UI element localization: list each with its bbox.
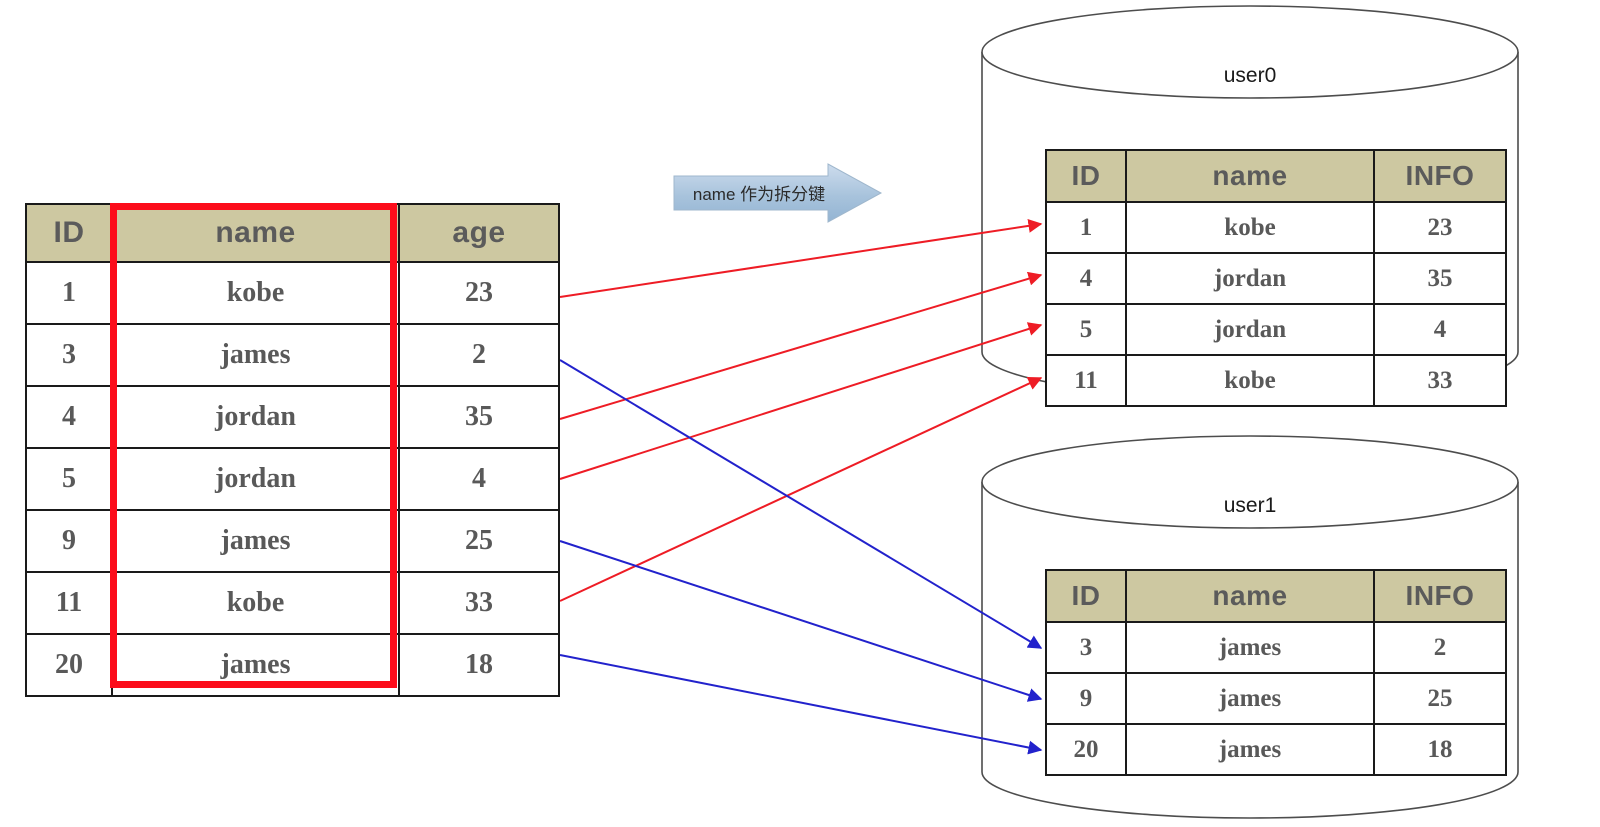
- connector-red-1: [559, 218, 1043, 298]
- cell-info: 4: [1373, 303, 1507, 356]
- cell-id: 3: [1045, 621, 1127, 674]
- column-header-name: name: [1125, 569, 1375, 623]
- table-row: 1 kobe 23: [1045, 201, 1507, 254]
- cell-info: 35: [1373, 252, 1507, 305]
- table-row: 4 jordan 35: [1045, 252, 1507, 305]
- cell-id: 11: [1045, 354, 1127, 407]
- cell-id: 1: [25, 261, 113, 325]
- cell-name: james: [1125, 723, 1375, 776]
- cell-name: kobe: [111, 571, 400, 635]
- connector-blue-3: [559, 359, 1043, 649]
- cell-id: 5: [1045, 303, 1127, 356]
- cell-name: james: [111, 323, 400, 387]
- column-header-id: ID: [1045, 569, 1127, 623]
- table-row: 3 james 2: [25, 323, 560, 387]
- table-row: 5 jordan 4: [25, 447, 560, 511]
- cell-id: 3: [25, 323, 113, 387]
- cell-info: 33: [1373, 354, 1507, 407]
- table-row: 5 jordan 4: [1045, 303, 1507, 356]
- table-row: 4 jordan 35: [25, 385, 560, 449]
- cell-name: james: [1125, 672, 1375, 725]
- cell-id: 4: [25, 385, 113, 449]
- cell-info: 23: [1373, 201, 1507, 254]
- cell-id: 11: [25, 571, 113, 635]
- table-row: 3 james 2: [1045, 621, 1507, 674]
- cell-age: 25: [398, 509, 560, 573]
- split-key-banner-label: name 作为拆分键: [692, 185, 826, 204]
- cell-age: 18: [398, 633, 560, 697]
- table-header-row: ID name age: [25, 203, 560, 263]
- split-key-banner: [673, 163, 883, 223]
- column-header-age: age: [398, 203, 560, 263]
- cell-age: 4: [398, 447, 560, 511]
- cell-id: 5: [25, 447, 113, 511]
- cell-id: 4: [1045, 252, 1127, 305]
- connector-red-4: [559, 271, 1043, 420]
- table-row: 9 james 25: [25, 509, 560, 573]
- table-row: 9 james 25: [1045, 672, 1507, 725]
- cell-name: jordan: [111, 447, 400, 511]
- cell-age: 35: [398, 385, 560, 449]
- cell-id: 9: [1045, 672, 1127, 725]
- cylinder-label-user1: user1: [1223, 494, 1277, 517]
- cell-age: 2: [398, 323, 560, 387]
- cell-info: 2: [1373, 621, 1507, 674]
- column-header-name: name: [1125, 149, 1375, 203]
- table-header-row: ID name INFO: [1045, 149, 1507, 203]
- cell-name: kobe: [1125, 354, 1375, 407]
- table-row: 1 kobe 23: [25, 261, 560, 325]
- cell-id: 9: [25, 509, 113, 573]
- source-user-table: ID name age 1 kobe 23 3 james 2 4 jordan…: [25, 203, 560, 697]
- shard-table-user1: ID name INFO 3 james 2 9 james 25 20 jam…: [1045, 569, 1507, 776]
- connector-red-11: [559, 376, 1043, 602]
- cylinder-label-user0: user0: [1223, 64, 1277, 87]
- cell-info: 18: [1373, 723, 1507, 776]
- cell-name: james: [1125, 621, 1375, 674]
- shard-table-user0: ID name INFO 1 kobe 23 4 jordan 35 5 jor…: [1045, 149, 1507, 407]
- column-header-id: ID: [1045, 149, 1127, 203]
- cell-name: kobe: [111, 261, 400, 325]
- table-row: 11 kobe 33: [25, 571, 560, 635]
- table-header-row: ID name INFO: [1045, 569, 1507, 623]
- cell-name: jordan: [1125, 252, 1375, 305]
- connector-blue-20: [559, 654, 1043, 755]
- cell-name: jordan: [111, 385, 400, 449]
- cell-name: kobe: [1125, 201, 1375, 254]
- column-header-id: ID: [25, 203, 113, 263]
- cell-age: 33: [398, 571, 560, 635]
- cell-id: 20: [25, 633, 113, 697]
- table-row: 11 kobe 33: [1045, 354, 1507, 407]
- table-row: 20 james 18: [25, 633, 560, 697]
- column-header-name: name: [111, 203, 400, 263]
- connector-red-5: [559, 322, 1043, 480]
- cell-id: 1: [1045, 201, 1127, 254]
- table-row: 20 james 18: [1045, 723, 1507, 776]
- cell-name: james: [111, 509, 400, 573]
- cell-id: 20: [1045, 723, 1127, 776]
- cell-info: 25: [1373, 672, 1507, 725]
- column-header-info: INFO: [1373, 569, 1507, 623]
- cell-age: 23: [398, 261, 560, 325]
- cell-name: james: [111, 633, 400, 697]
- cell-name: jordan: [1125, 303, 1375, 356]
- column-header-info: INFO: [1373, 149, 1507, 203]
- connector-blue-9: [559, 540, 1043, 702]
